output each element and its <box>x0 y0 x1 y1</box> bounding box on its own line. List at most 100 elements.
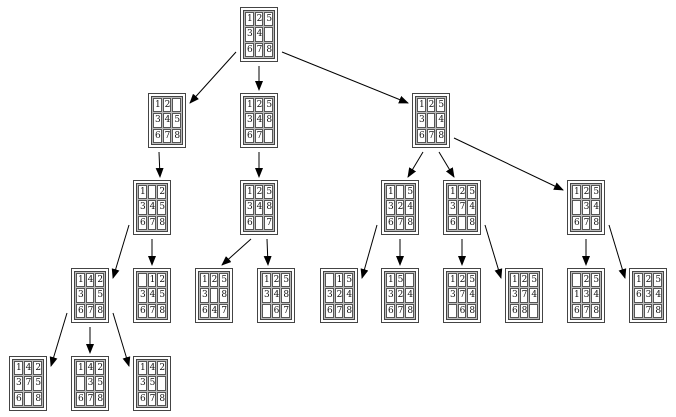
tile: 6 <box>271 303 281 318</box>
tile: 3 <box>581 288 591 303</box>
tile: 4 <box>209 303 219 318</box>
tile: 8 <box>264 200 273 215</box>
tile: 5 <box>33 376 42 391</box>
tile: 5 <box>467 273 476 288</box>
tile: 5 <box>436 98 445 113</box>
tile: 8 <box>219 288 228 303</box>
tile: 8 <box>281 288 290 303</box>
blank-tile <box>138 273 147 288</box>
tile: 4 <box>271 288 281 303</box>
tile: 4 <box>23 361 33 376</box>
tile: 5 <box>405 185 414 200</box>
tile: 8 <box>264 42 273 57</box>
tile: 1 <box>138 185 147 200</box>
tile: 3 <box>262 288 271 303</box>
tile: 3 <box>325 288 334 303</box>
blank-tile <box>634 303 643 318</box>
tile: 8 <box>157 391 166 406</box>
tile: 2 <box>643 273 653 288</box>
blank-tile <box>147 185 157 200</box>
tile: 3 <box>417 113 426 128</box>
tile: 6 <box>386 303 395 318</box>
tile: 1 <box>200 273 209 288</box>
tile: 7 <box>334 303 344 318</box>
tile: 4 <box>147 200 157 215</box>
tile: 2 <box>209 273 219 288</box>
tile: 8 <box>33 391 42 406</box>
tile: 8 <box>467 215 476 230</box>
edge-arrow <box>608 224 627 279</box>
tile: 4 <box>85 361 95 376</box>
tile: 3 <box>386 288 395 303</box>
tile: 5 <box>264 185 273 200</box>
edge-arrow <box>111 224 130 279</box>
tile: 3 <box>153 113 162 128</box>
tile: 7 <box>519 288 529 303</box>
tile: 6 <box>138 303 147 318</box>
tile: 1 <box>510 273 519 288</box>
blank-tile <box>529 303 538 318</box>
tile: 6 <box>76 303 85 318</box>
tile: 8 <box>95 303 104 318</box>
blank-tile <box>254 215 264 230</box>
blank-tile <box>23 391 33 406</box>
tile: 7 <box>426 128 436 143</box>
tile: 1 <box>417 98 426 113</box>
tile: 7 <box>581 303 591 318</box>
tile: 7 <box>395 303 405 318</box>
tile: 7 <box>254 42 264 57</box>
tile: 2 <box>95 361 104 376</box>
tile: 4 <box>254 27 264 42</box>
tile: 4 <box>344 288 353 303</box>
tile: 1 <box>14 361 23 376</box>
tile: 3 <box>245 113 254 128</box>
tile: 2 <box>457 185 467 200</box>
tile: 8 <box>653 303 662 318</box>
tile: 2 <box>157 361 166 376</box>
tile: 8 <box>172 128 181 143</box>
tile: 4 <box>529 288 538 303</box>
tile: 5 <box>157 288 166 303</box>
tile: 3 <box>643 288 653 303</box>
tile: 4 <box>405 200 414 215</box>
tile: 8 <box>344 303 353 318</box>
tile: 7 <box>264 215 273 230</box>
edge-arrow <box>484 224 503 279</box>
tile: 8 <box>591 215 600 230</box>
tile: 4 <box>162 113 172 128</box>
tile: 6 <box>325 303 334 318</box>
tile: 4 <box>85 273 95 288</box>
tile: 2 <box>519 273 529 288</box>
blank-tile <box>264 27 273 42</box>
tile: 5 <box>95 288 104 303</box>
tile: 2 <box>157 273 166 288</box>
tile: 1 <box>448 185 457 200</box>
tile: 5 <box>653 273 662 288</box>
edge-arrow <box>155 151 164 178</box>
tile: 6 <box>200 303 209 318</box>
blank-tile <box>426 113 436 128</box>
tile: 6 <box>245 128 254 143</box>
blank-tile <box>157 376 166 391</box>
tile: 2 <box>581 185 591 200</box>
tile: 4 <box>147 361 157 376</box>
